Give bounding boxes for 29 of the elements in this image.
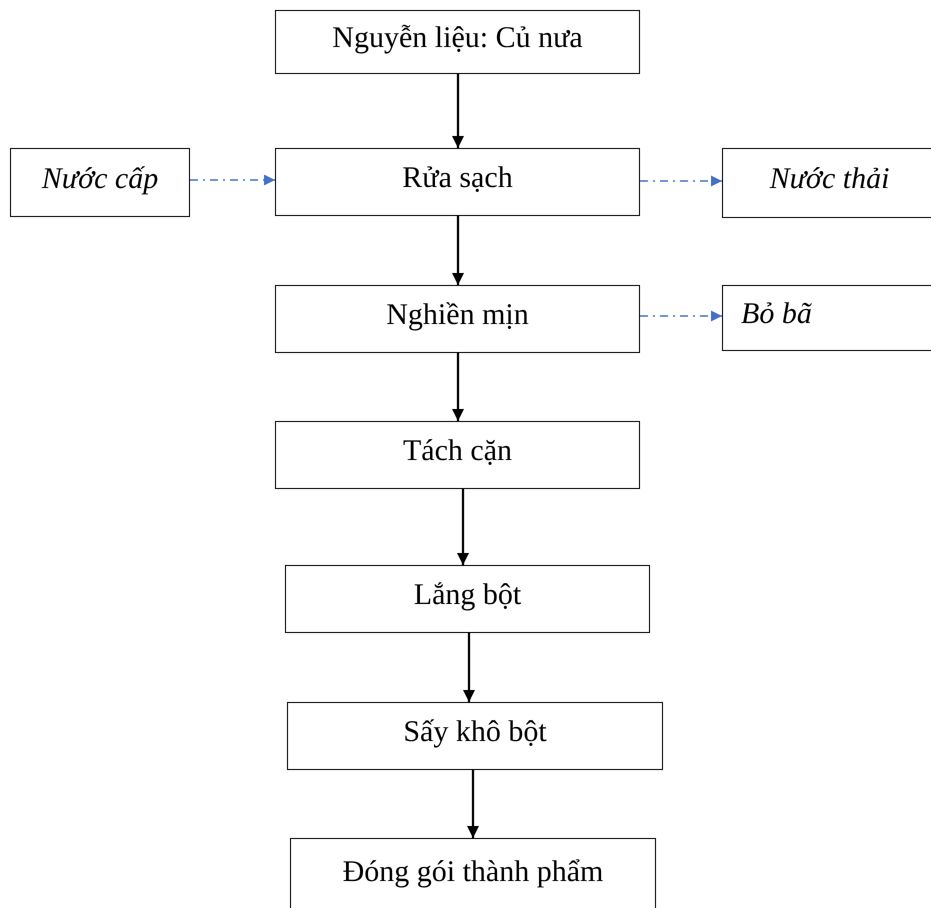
arrow bbox=[640, 310, 722, 322]
step-label: Đóng gói thành phẩm bbox=[342, 854, 604, 888]
process-box bbox=[290, 838, 656, 908]
step-label: Tách cặn bbox=[402, 434, 512, 468]
process-box bbox=[722, 148, 931, 218]
process-box bbox=[275, 10, 640, 74]
arrow bbox=[467, 770, 479, 838]
process-box bbox=[722, 285, 931, 351]
process-box bbox=[10, 148, 190, 217]
arrow bbox=[452, 353, 464, 421]
step-label: Nghiền mịn bbox=[386, 298, 529, 332]
step-label: Nước thải bbox=[770, 162, 890, 196]
step-label: Nguyễn liệu: Củ nưa bbox=[332, 21, 583, 55]
step-label: Lắng bột bbox=[414, 578, 522, 612]
process-box bbox=[275, 421, 640, 489]
step-label: Sấy khô bột bbox=[403, 715, 547, 749]
arrow bbox=[190, 174, 275, 186]
arrow bbox=[452, 216, 464, 285]
process-box bbox=[275, 285, 640, 353]
arrow bbox=[640, 176, 722, 186]
process-box bbox=[275, 148, 640, 216]
step-label: Nước cấp bbox=[42, 162, 158, 196]
process-box bbox=[287, 702, 663, 770]
arrow bbox=[457, 489, 469, 565]
arrow bbox=[463, 633, 475, 702]
process-box bbox=[285, 565, 650, 633]
arrow bbox=[452, 74, 464, 148]
step-label: Bỏ bã bbox=[741, 297, 812, 331]
step-label: Rửa sạch bbox=[402, 161, 513, 195]
